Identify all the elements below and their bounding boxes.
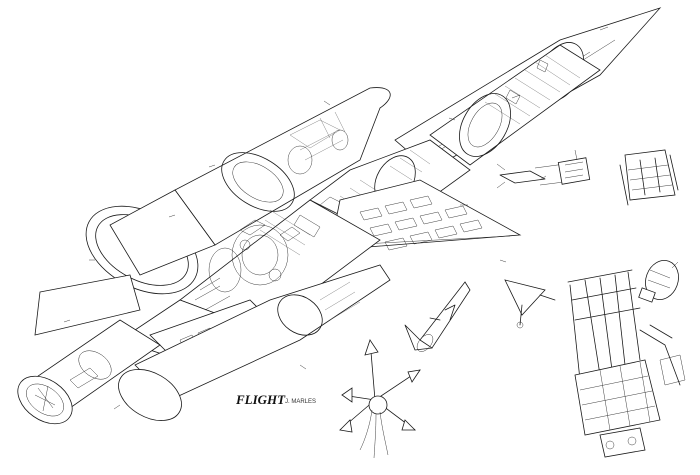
control-surface-detail <box>504 279 556 329</box>
tail-section <box>17 319 161 425</box>
launcher-structure <box>567 269 686 458</box>
flight-logo: FLIGHT <box>235 392 286 407</box>
warhead-detail <box>496 149 591 189</box>
upper-booster-pod <box>85 87 391 295</box>
small-missile-detail <box>404 281 471 352</box>
exploded-tail-fins <box>339 339 421 459</box>
artist-credit: J. MARLES <box>285 399 316 405</box>
flight-logo-text: FLIGHT <box>235 392 286 407</box>
callout-marks <box>63 26 609 410</box>
servo-actuator-detail <box>638 260 679 303</box>
lower-booster-pod <box>118 264 391 421</box>
launch-cradle <box>619 149 679 206</box>
forward-equipment-bay <box>429 44 601 166</box>
